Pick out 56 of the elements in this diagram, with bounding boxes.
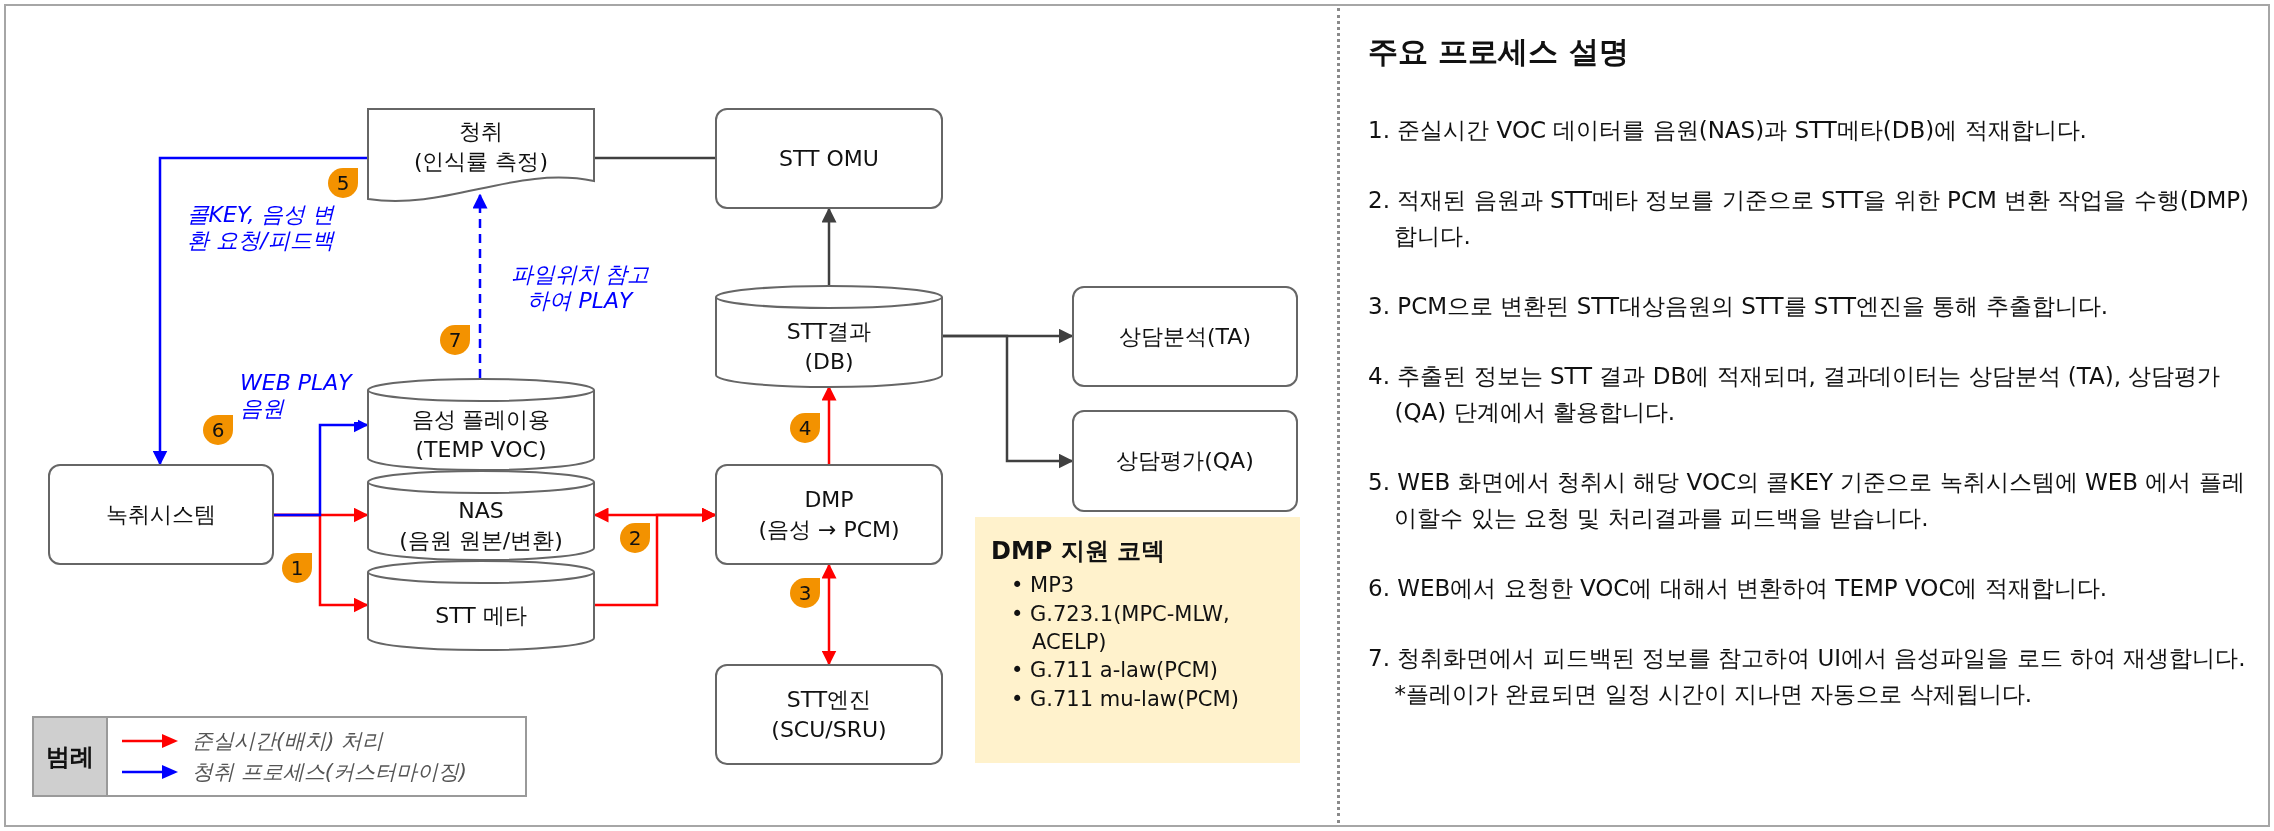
step-description: 5. WEB 화면에서 청취시 해당 VOC의 콜KEY 기준으로 녹취시스템에 WEB 에서 플레이할수 있는 요청 및 처리결과를 피드백을 받습니다. — [1368, 468, 2246, 533]
legend-text: 준실시간(배치) 처리 — [192, 727, 384, 755]
note-box — [975, 517, 1300, 763]
node-label: NAS — [458, 497, 504, 526]
process-box — [48, 464, 274, 565]
callout-number: 1 — [282, 553, 312, 583]
node-label: (인식률 측정) — [413, 147, 549, 176]
list-item: • G.711 a-law(PCM) — [1011, 657, 1219, 685]
step-description: 7. 청취화면에서 피드백된 정보를 참고하여 UI에서 음성파일을 로드 하여 재생합니다. — [1368, 644, 2247, 673]
arrow — [472, 193, 488, 378]
node-label: DMP — [804, 485, 854, 514]
callout-number: 2 — [620, 523, 650, 553]
arrow — [274, 417, 369, 517]
arrow — [595, 507, 717, 607]
process-box — [1072, 286, 1298, 387]
panel-title: 주요 프로세스 설명 — [1368, 33, 1629, 71]
node-label: 음성 플레이용 — [411, 406, 551, 435]
step-description: 6. WEB에서 요청한 VOC에 대해서 변환하여 TEMP VOC에 적재합니다. — [1368, 574, 2109, 603]
node-label: (TEMP VOC) — [415, 436, 547, 464]
process-box — [715, 664, 943, 765]
process-box — [715, 108, 943, 209]
legend-text: 청취 프로세스(커스터마이징) — [192, 758, 468, 786]
node-label: (DB) — [804, 348, 854, 376]
step-description: 1. 준실시간 VOC 데이터를 음원(NAS)과 STT메타(DB)에 적재합니다. — [1368, 116, 2088, 145]
arrow — [821, 385, 837, 464]
note-heading: DMP 지원 코덱 — [991, 536, 1166, 567]
node-label: 청취 — [459, 117, 503, 146]
arrow — [152, 156, 367, 466]
step-description: 2. 적재된 음원과 STT메타 정보를 기준으로 STT을 위한 PCM 변환 작업을 수행(DMP)합니다. — [1368, 186, 2251, 251]
arrow — [943, 334, 1074, 469]
list-item: • G.723.1(MPC-MLW, ACELP) — [1011, 600, 1231, 657]
node-label: STT 메타 — [435, 602, 527, 631]
arrow — [821, 563, 837, 666]
node-label: 상담분석(TA) — [1119, 322, 1251, 351]
callout-number: 6 — [203, 415, 233, 445]
node-label: (SCU/SRU) — [771, 715, 887, 744]
step-description: 4. 추출된 정보는 STT 결과 DB에 적재되며, 결과데이터는 상담분석 (TA), 상담평가(QA) 단계에서 활용합니다. — [1368, 362, 2222, 427]
callout-number: 7 — [440, 325, 470, 355]
list-item: • G.711 mu-law(PCM) — [1011, 685, 1240, 713]
callout-number: 3 — [790, 578, 820, 608]
process-box — [715, 464, 943, 565]
arrow — [821, 207, 837, 285]
node-label: STT엔진 — [786, 685, 872, 714]
legend-heading: 범례 — [34, 718, 108, 795]
step-description: 3. PCM으로 변환된 STT대상음원의 STT를 STT엔진을 통해 추출합니다. — [1368, 292, 2110, 321]
node-label: STT OMU — [779, 144, 879, 173]
process-box — [1072, 410, 1298, 512]
node-label: 녹취시스템 — [106, 500, 216, 529]
callout-number: 4 — [790, 413, 820, 443]
node-label: (음성 → PCM) — [758, 515, 900, 544]
note-text: *플레이가 완료되면 일정 시간이 지나면 자동으로 삭제됩니다. — [1393, 680, 2034, 709]
node-label: (음원 원본/변환) — [399, 527, 563, 555]
list-item: • MP3 — [1011, 572, 1076, 600]
node-label: STT결과 — [786, 318, 872, 347]
callout-number: 5 — [328, 168, 358, 198]
node-label: 상담평가(QA) — [1116, 447, 1254, 476]
